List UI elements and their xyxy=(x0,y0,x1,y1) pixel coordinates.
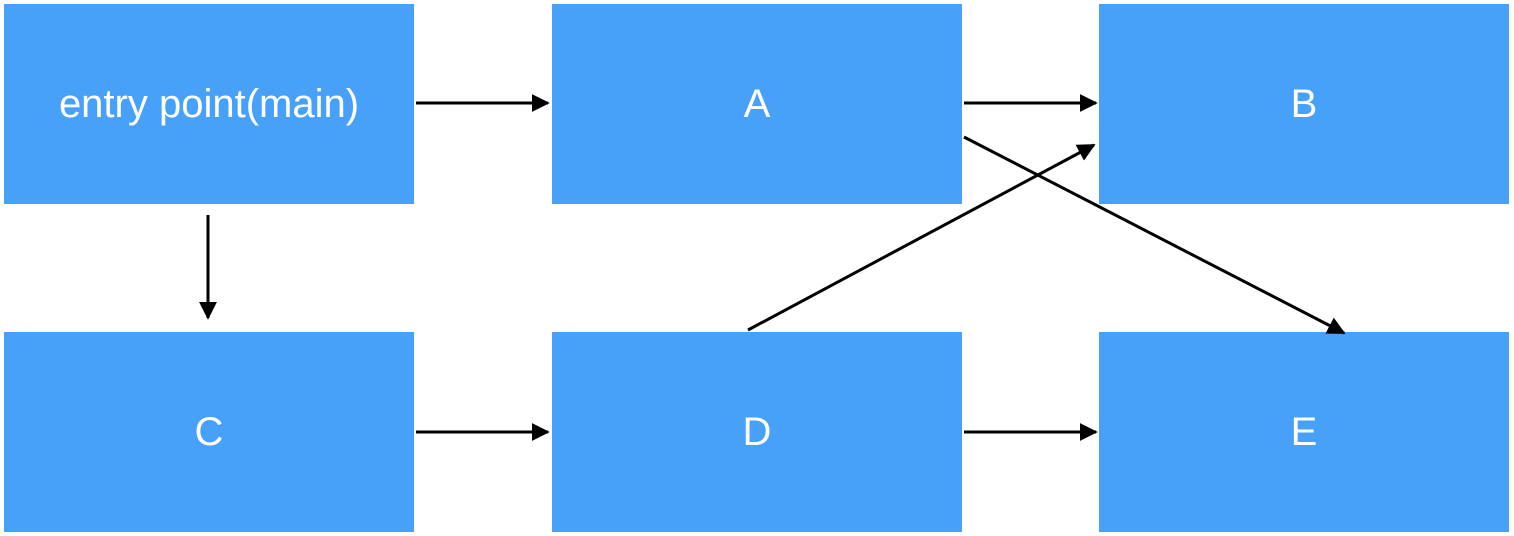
node-label-e: E xyxy=(1290,409,1318,454)
node-label-d: D xyxy=(742,409,772,454)
node-label-c: C xyxy=(194,409,224,454)
node-label-a: A xyxy=(743,81,771,126)
node-d: D xyxy=(552,332,962,532)
node-a: A xyxy=(552,4,962,204)
node-label-b: B xyxy=(1290,81,1318,126)
node-label-entry-point: entry point(main) xyxy=(58,81,360,126)
node-entry-point: entry point(main) xyxy=(4,4,414,204)
node-e: E xyxy=(1099,332,1509,532)
node-b: B xyxy=(1099,4,1509,204)
node-c: C xyxy=(4,332,414,532)
